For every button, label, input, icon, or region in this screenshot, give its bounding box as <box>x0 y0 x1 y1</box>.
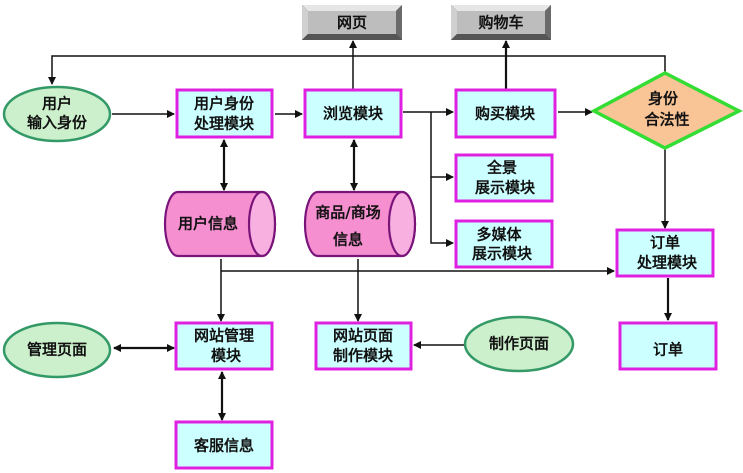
node-make-page-label: 制作页面 <box>489 335 549 353</box>
node-user-info-label: 用户信息 <box>178 215 238 233</box>
node-user-identity-module-label-1: 用户身份 <box>194 95 255 113</box>
node-page-making-module-label-2: 制作模块 <box>333 347 394 365</box>
node-browse-module[interactable]: 浏览模块 <box>303 88 403 139</box>
connectors <box>48 40 672 421</box>
edge-identity-check-to-user-input <box>48 55 666 85</box>
node-make-page[interactable]: 制作页面 <box>463 315 575 373</box>
node-customer-service-info-label: 客服信息 <box>193 437 254 455</box>
node-shopping-cart[interactable]: 购物车 <box>451 5 551 40</box>
node-identity-check-label-2: 合法性 <box>643 111 689 129</box>
node-site-admin-module-label-2: 模块 <box>211 347 242 365</box>
node-user-info[interactable]: 用户信息 <box>163 190 277 258</box>
node-user-input[interactable]: 用户 输入身份 <box>2 85 112 143</box>
node-identity-check-label-1: 身份 <box>648 90 679 108</box>
node-multimedia-module-label-1: 多媒体 <box>476 226 522 244</box>
node-purchase-module-label: 购买模块 <box>475 105 536 123</box>
node-goods-info-label-2: 信息 <box>333 231 363 249</box>
node-user-identity-module-label-2: 处理模块 <box>193 115 255 133</box>
node-admin-page[interactable]: 管理页面 <box>2 321 112 379</box>
node-multimedia-module-label-2: 展示模块 <box>472 245 533 263</box>
node-panorama-module[interactable]: 全景 展示模块 <box>454 153 554 203</box>
node-order-module[interactable]: 订单 处理模块 <box>615 228 715 278</box>
node-panorama-module-label-1: 全景 <box>486 159 517 177</box>
node-user-input-label-1: 用户 <box>42 95 72 113</box>
node-browse-module-label: 浏览模块 <box>323 105 384 123</box>
node-site-admin-module-label-1: 网站管理 <box>194 327 254 345</box>
node-customer-service-info[interactable]: 客服信息 <box>174 420 274 470</box>
node-user-input-label-2: 输入身份 <box>27 114 88 132</box>
edge-browse-to-multimedia <box>430 177 454 247</box>
node-goods-info-label-1: 商品/商场 <box>315 204 380 222</box>
node-multimedia-module[interactable]: 多媒体 展示模块 <box>454 219 554 269</box>
node-purchase-module[interactable]: 购买模块 <box>454 88 557 139</box>
node-page-making-module[interactable]: 网站页面 制作模块 <box>314 321 413 371</box>
node-webpage[interactable]: 网页 <box>302 5 402 40</box>
node-order-label: 订单 <box>653 341 683 359</box>
node-identity-check[interactable]: 身份 合法性 <box>590 71 743 150</box>
node-order[interactable]: 订单 <box>618 321 718 371</box>
node-shopping-cart-label: 购物车 <box>478 14 523 32</box>
node-admin-page-label: 管理页面 <box>27 341 87 359</box>
node-webpage-label: 网页 <box>337 14 367 32</box>
node-site-admin-module[interactable]: 网站管理 模块 <box>174 321 274 371</box>
node-page-making-module-label-1: 网站页面 <box>333 327 393 345</box>
node-panorama-module-label-2: 展示模块 <box>475 179 536 197</box>
node-user-identity-module[interactable]: 用户身份 处理模块 <box>175 88 274 139</box>
node-order-module-label-2: 处理模块 <box>636 254 698 272</box>
node-order-module-label-1: 订单 <box>650 234 680 252</box>
node-goods-info[interactable]: 商品/商场 信息 <box>303 190 417 258</box>
edge-browse-to-panorama <box>430 112 454 181</box>
